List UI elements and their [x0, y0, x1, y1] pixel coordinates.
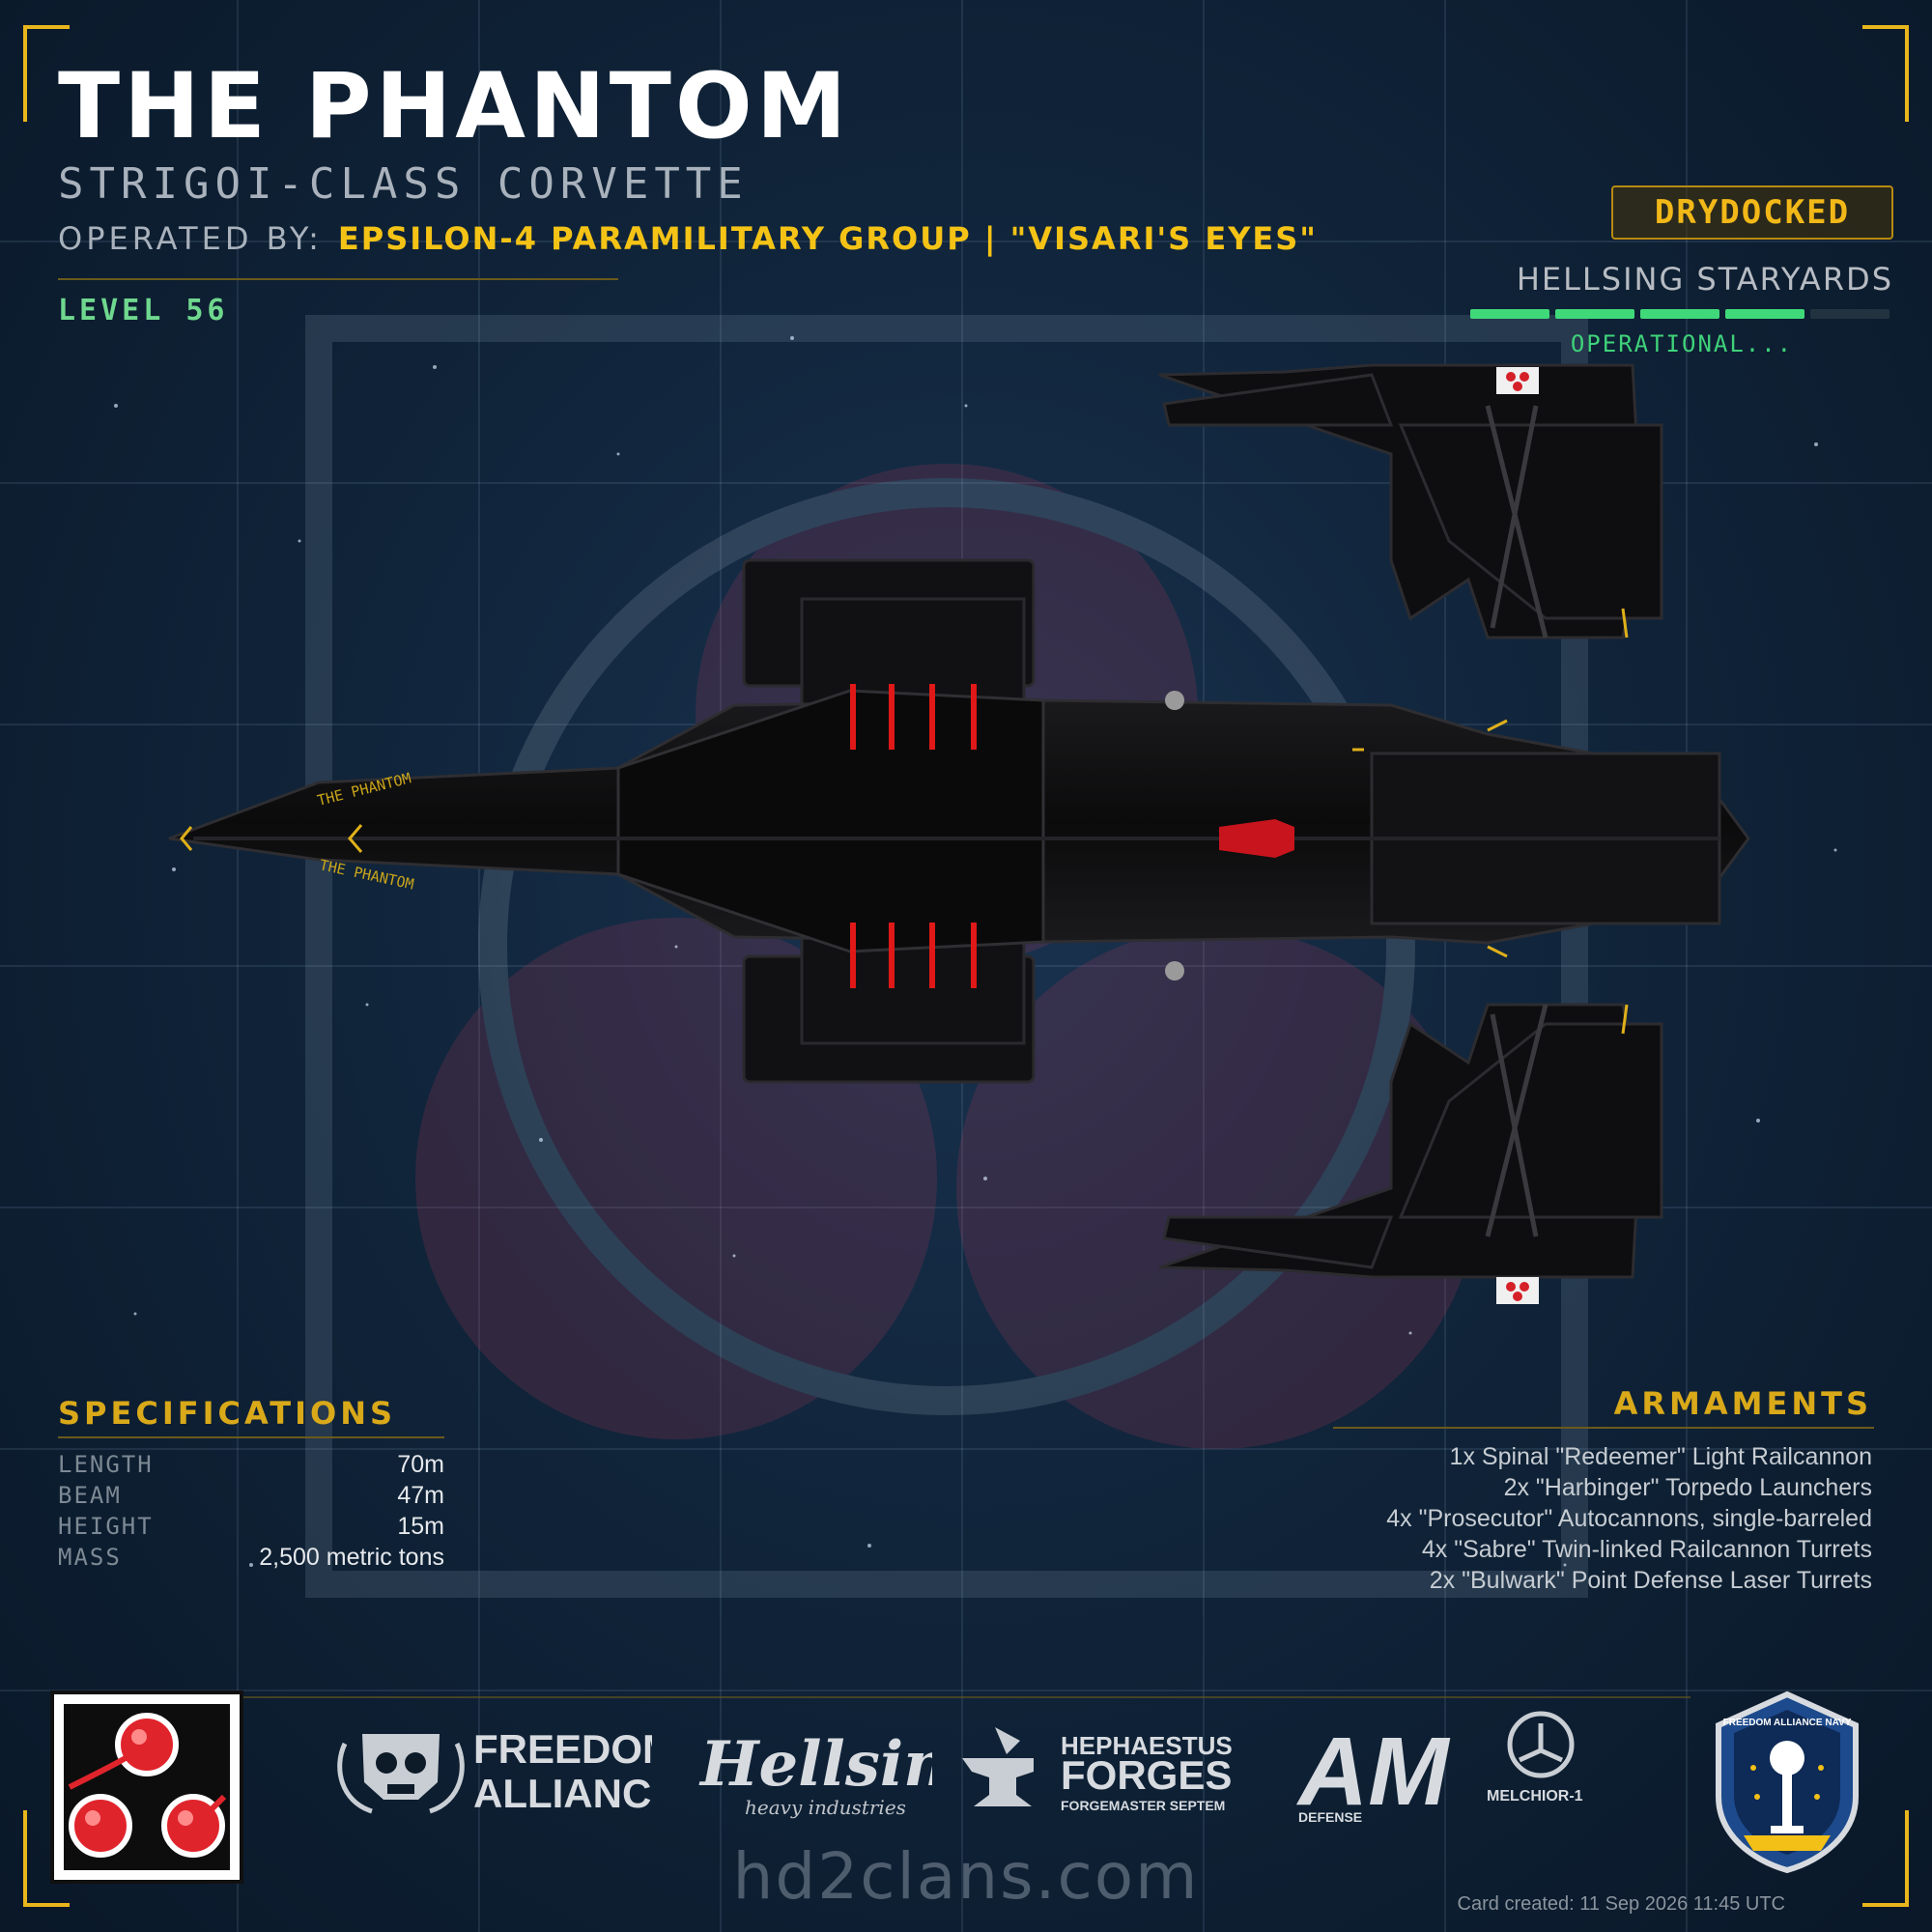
shipyard-location: HELLSING STARYARDS — [1516, 261, 1893, 298]
armament-item: 2x "Harbinger" Torpedo Launchers — [1503, 1474, 1872, 1501]
spec-row-beam: BEAM 47m — [58, 1482, 444, 1513]
spec-label: HEIGHT — [58, 1513, 154, 1540]
corner-bracket-bottom-right — [1862, 1810, 1909, 1907]
spec-label: LENGTH — [58, 1451, 154, 1478]
website-watermark: hd2clans.com — [732, 1839, 1200, 1914]
spec-value: 47m — [397, 1482, 444, 1509]
spec-label: MASS — [58, 1544, 122, 1571]
corner-bracket-bottom-left — [23, 1810, 70, 1907]
hephaestus-forges-logo: HEPHAESTUS FORGES FORGEMASTER SEPTEM — [962, 1727, 1233, 1813]
am-defense-logo: AM DEFENSE — [1295, 1719, 1451, 1826]
progress-segment — [1810, 309, 1889, 319]
armaments-list: 1x Spinal "Redeemer" Light Railcannon 2x… — [1386, 1441, 1872, 1596]
svg-text:FREEDOM: FREEDOM — [473, 1726, 652, 1772]
anvil-icon — [962, 1727, 1034, 1806]
lower-wing — [1158, 1003, 1663, 1279]
spinal-turret — [1219, 819, 1294, 858]
progress-segment — [1640, 309, 1719, 319]
svg-text:FREEDOM ALLIANCE NAVY: FREEDOM ALLIANCE NAVY — [1723, 1718, 1852, 1728]
svg-text:DEFENSE: DEFENSE — [1298, 1809, 1362, 1825]
svg-text:heavy industries: heavy industries — [745, 1796, 906, 1819]
spec-label: BEAM — [58, 1482, 122, 1509]
armament-item: 2x "Bulwark" Point Defense Laser Turrets — [1429, 1567, 1872, 1594]
armaments-title: ARMAMENTS — [1613, 1385, 1872, 1422]
progress-segment — [1555, 309, 1634, 319]
red-stripes — [850, 684, 977, 988]
progress-bar — [1470, 309, 1889, 319]
operated-by-label: OPERATED BY: — [58, 220, 323, 257]
armament-item: 4x "Sabre" Twin-linked Railcannon Turret… — [1421, 1536, 1872, 1563]
skull-icon — [337, 1734, 465, 1814]
progress-segment — [1725, 309, 1804, 319]
header-divider — [58, 278, 618, 280]
wing-decal-upper — [1496, 367, 1539, 394]
svg-text:FORGES: FORGES — [1061, 1752, 1232, 1798]
armament-item: 4x "Prosecutor" Autocannons, single-barr… — [1386, 1505, 1872, 1532]
svg-text:AM: AM — [1295, 1719, 1451, 1826]
status-badge: DRYDOCKED — [1611, 185, 1893, 240]
spec-value: 70m — [397, 1451, 444, 1478]
corner-bracket-top-left — [23, 25, 70, 122]
skull-icon — [1770, 1741, 1804, 1833]
upper-wing — [1158, 363, 1663, 639]
freedom-alliance-logo: FREEDOM ALLIANCE — [337, 1726, 652, 1816]
spec-value: 15m — [397, 1513, 444, 1540]
spec-row-length: LENGTH 70m — [58, 1451, 444, 1482]
freedom-alliance-navy-badge: FREEDOM ALLIANCE NAVY — [1716, 1690, 1859, 1874]
wing-decal-lower — [1496, 1277, 1539, 1304]
spec-row-height: HEIGHT 15m — [58, 1513, 444, 1544]
clan-emblem-logo — [50, 1690, 243, 1884]
hellsing-logo: Hellsing heavy industries — [698, 1728, 932, 1819]
specifications-divider — [58, 1436, 444, 1438]
main-hull — [168, 689, 1750, 953]
armament-item: 1x Spinal "Redeemer" Light Railcannon — [1449, 1443, 1872, 1470]
specifications-title: SPECIFICATIONS — [58, 1395, 397, 1432]
progress-segment — [1470, 309, 1549, 319]
spec-value: 2,500 metric tons — [259, 1544, 444, 1571]
melchior-logo: MELCHIOR-1 — [1487, 1711, 1583, 1804]
card-created-timestamp: Card created: 11 Sep 2026 11:45 UTC — [1457, 1893, 1785, 1915]
armaments-divider — [1333, 1427, 1874, 1429]
footer-divider — [242, 1696, 1690, 1698]
svg-text:HEPHAESTUS: HEPHAESTUS — [1061, 1731, 1233, 1760]
svg-text:FORGEMASTER SEPTEM: FORGEMASTER SEPTEM — [1061, 1798, 1225, 1813]
aperture-icon — [1507, 1711, 1575, 1778]
svg-text:MELCHIOR-1: MELCHIOR-1 — [1487, 1788, 1583, 1804]
svg-text:Hellsing: Hellsing — [698, 1728, 932, 1801]
ship-level: LEVEL 56 — [58, 294, 229, 327]
svg-text:ALLIANCE: ALLIANCE — [473, 1771, 652, 1816]
operational-status: OPERATIONAL... — [1570, 330, 1794, 357]
spec-row-mass: MASS 2,500 metric tons — [58, 1544, 444, 1575]
ship-class: STRIGOI-CLASS CORVETTE — [58, 159, 749, 209]
operator-name: EPSILON-4 PARAMILITARY GROUP | "VISARI'S… — [337, 220, 1318, 257]
operator-line: OPERATED BY: EPSILON-4 PARAMILITARY GROUP… — [58, 220, 1318, 257]
corner-bracket-top-right — [1862, 25, 1909, 122]
ship-name: THE PHANTOM — [58, 54, 851, 159]
